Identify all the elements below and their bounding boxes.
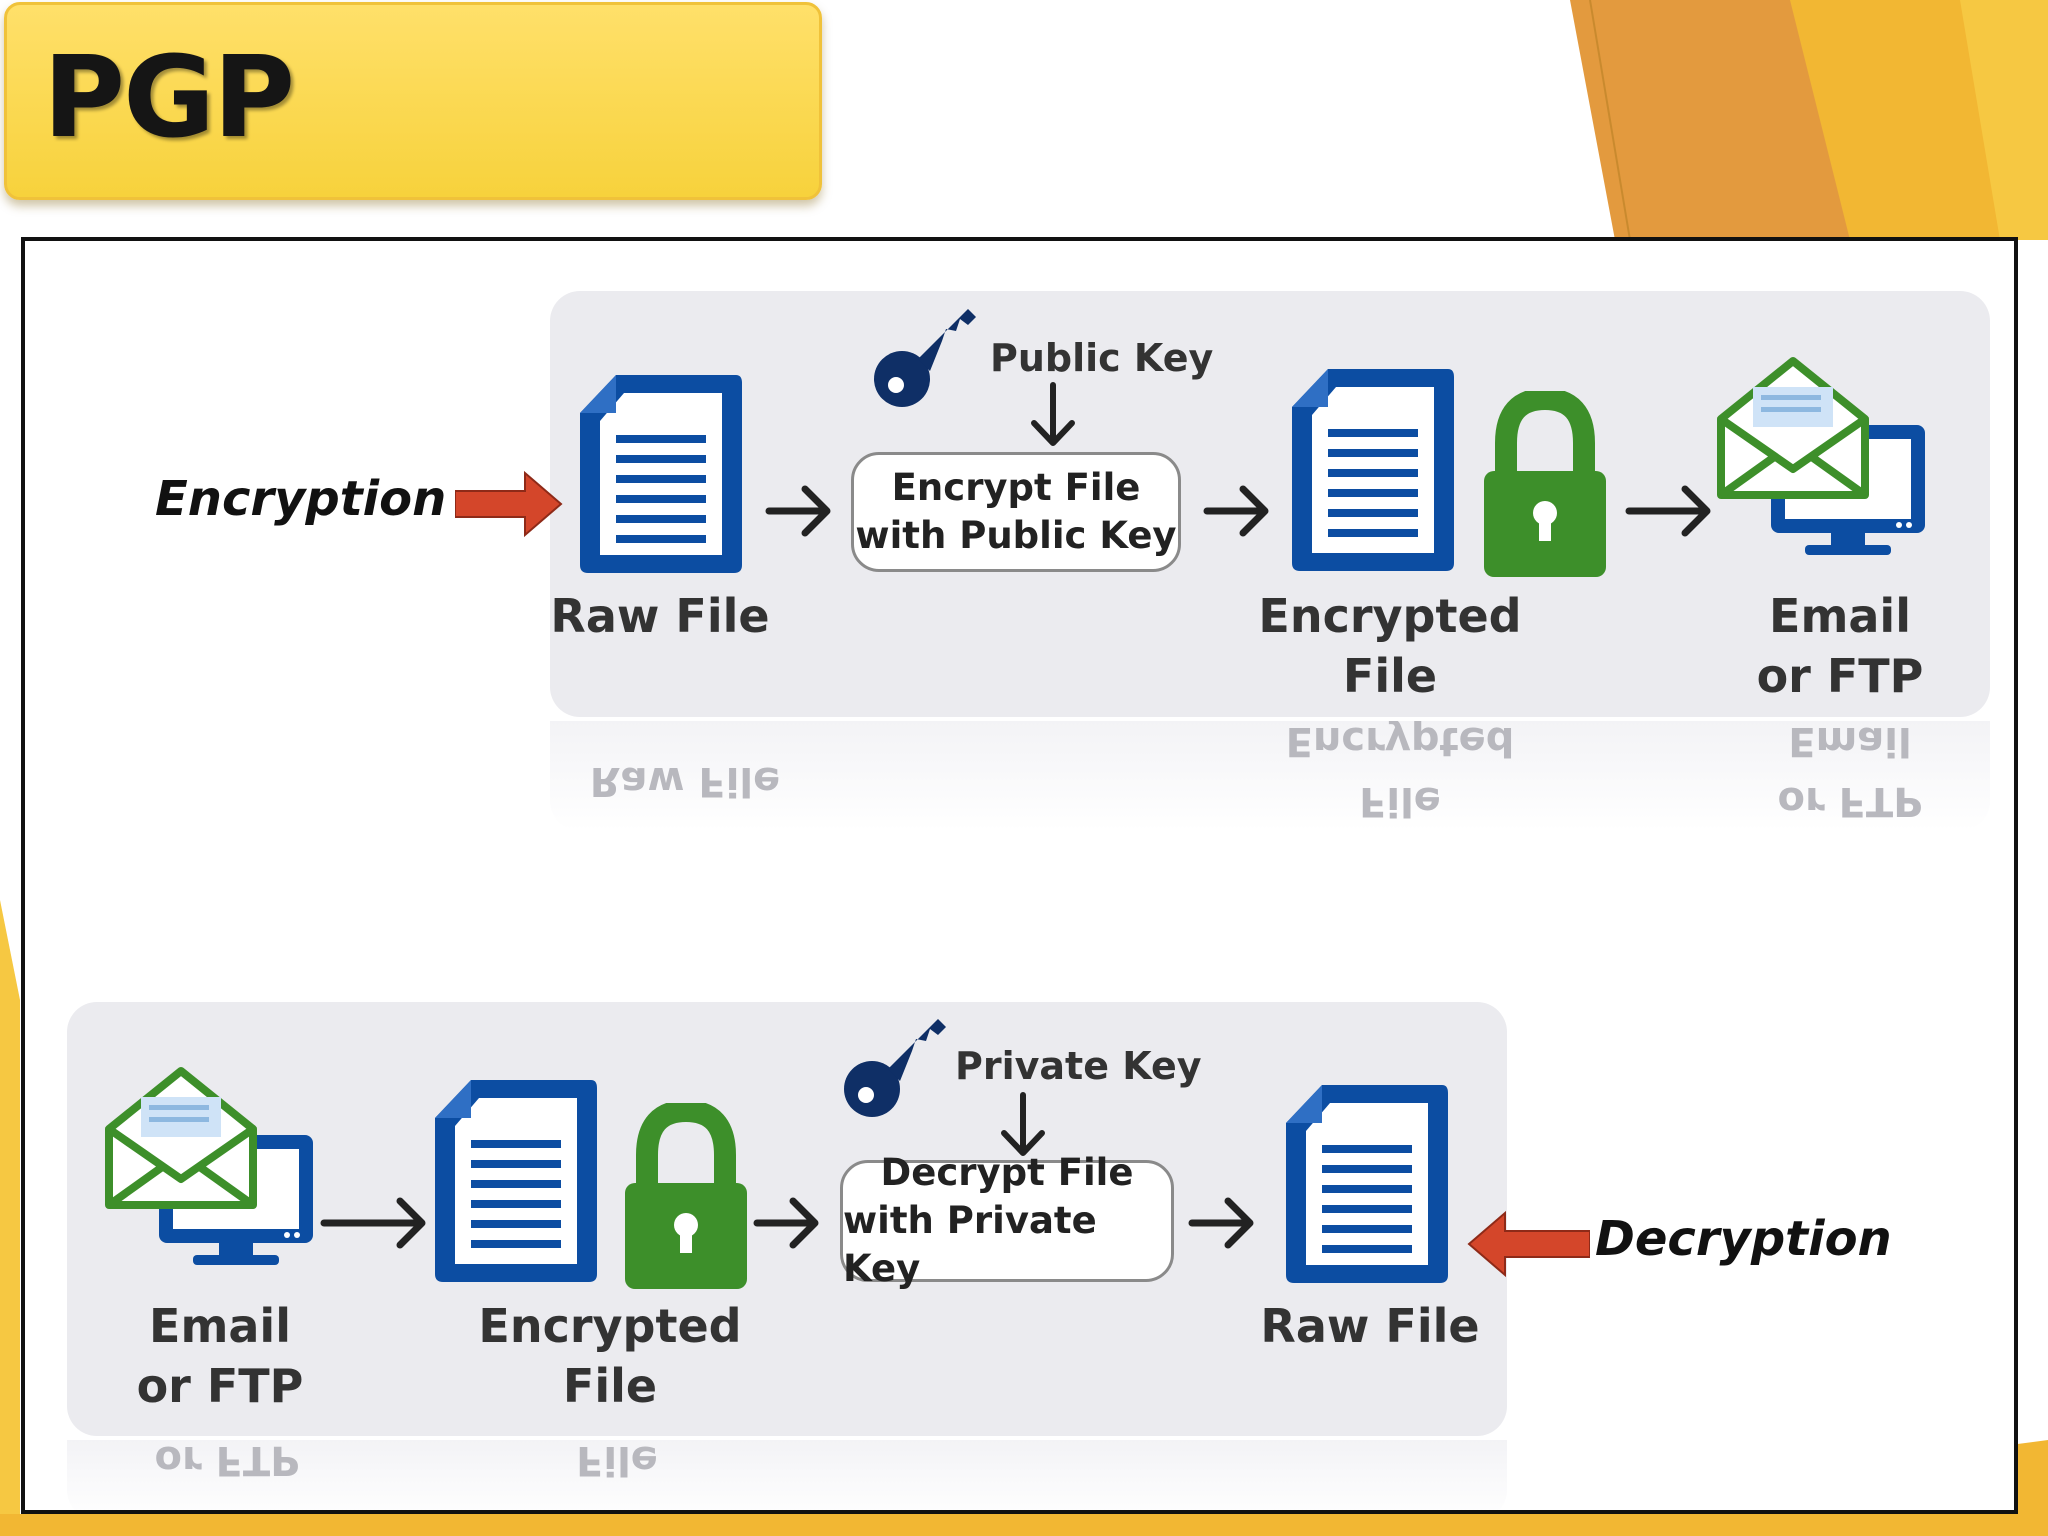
encrypted-file-document-icon bbox=[435, 1080, 597, 1282]
key-down-arrow-icon bbox=[1001, 1092, 1045, 1156]
email-ftp-label: Email or FTP bbox=[1756, 589, 1924, 703]
encrypt-step-line1: Encrypt File bbox=[891, 466, 1141, 509]
private-key-label: Private Key bbox=[955, 1044, 1202, 1088]
public-key-icon bbox=[874, 309, 976, 407]
reflection-email-ftp: or FTP bbox=[154, 1440, 300, 1483]
reflection-email-ftp: or FTP Email bbox=[1777, 721, 1923, 824]
flow-arrow-icon bbox=[765, 485, 831, 537]
decryption-label: Decryption bbox=[1595, 1211, 1892, 1267]
flow-arrow-icon bbox=[1203, 485, 1269, 537]
reflection-raw-file: Raw File bbox=[589, 758, 781, 804]
encryption-pointer-arrow-icon bbox=[455, 470, 563, 538]
flow-arrow-icon bbox=[320, 1197, 426, 1249]
encrypted-file-label: Encrypted File bbox=[1258, 589, 1522, 703]
encrypt-step-box: Encrypt File with Public Key bbox=[851, 452, 1181, 572]
private-key-icon bbox=[844, 1019, 946, 1117]
email-ftp-source-label: Email or FTP bbox=[136, 1299, 304, 1413]
raw-file-result-label: Raw File bbox=[1260, 1299, 1480, 1353]
flow-arrow-icon bbox=[1625, 485, 1711, 537]
flow-arrow-icon bbox=[1188, 1197, 1254, 1249]
encrypted-file-source-label: Encrypted File bbox=[478, 1299, 742, 1413]
raw-file-document-icon bbox=[580, 375, 742, 573]
encryption-label: Encryption bbox=[155, 471, 447, 527]
decryption-panel-reflection: or FTP File bbox=[67, 1440, 1507, 1510]
title-banner: PGP bbox=[4, 2, 822, 200]
reflection-encrypted-file: File bbox=[576, 1440, 658, 1483]
key-down-arrow-icon bbox=[1031, 382, 1075, 446]
decrypt-step-line2: with Private Key bbox=[843, 1199, 1097, 1290]
slide-title: PGP bbox=[43, 33, 295, 163]
diagram-frame: Raw File File Encrypted or FTP Email Enc… bbox=[21, 237, 2018, 1514]
email-ftp-computer-icon bbox=[105, 1067, 313, 1265]
email-ftp-computer-icon bbox=[1717, 357, 1925, 555]
decryption-pointer-arrow-icon bbox=[1467, 1210, 1590, 1278]
encryption-panel bbox=[550, 291, 1990, 717]
lock-icon bbox=[1484, 391, 1606, 577]
encrypted-file-document-icon bbox=[1292, 369, 1454, 571]
decrypt-step-box: Decrypt File with Private Key bbox=[840, 1151, 1174, 1290]
lock-icon bbox=[625, 1103, 747, 1289]
flow-arrow-icon bbox=[753, 1197, 819, 1249]
encryption-panel-reflection: Raw File File Encrypted or FTP Email bbox=[550, 721, 1990, 831]
raw-file-label: Raw File bbox=[550, 589, 770, 643]
reflection-encrypted-file: File Encrypted bbox=[1285, 721, 1515, 824]
decrypt-step-line1: Decrypt File bbox=[880, 1151, 1134, 1194]
encrypt-step-line2: with Public Key bbox=[855, 514, 1177, 557]
raw-file-document-icon bbox=[1286, 1085, 1448, 1283]
public-key-label: Public Key bbox=[990, 336, 1214, 380]
